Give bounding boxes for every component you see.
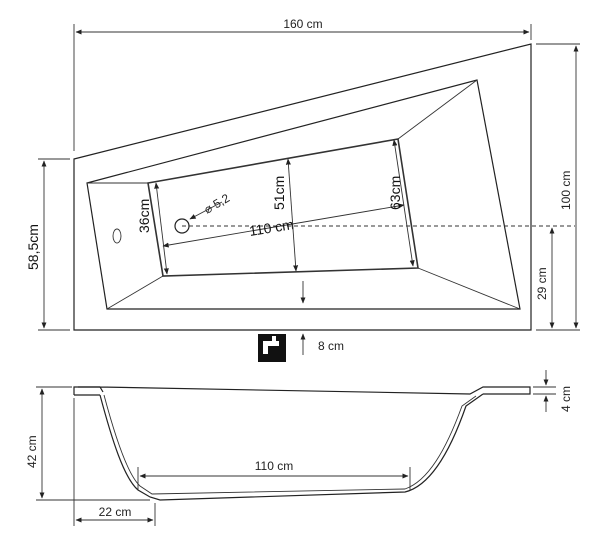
overflow-hole: [112, 228, 122, 244]
inner-mid-label: 51cm: [271, 176, 287, 210]
edge-offset-label: 22 cm: [99, 505, 132, 519]
depth-left-label: 58,5cm: [25, 224, 41, 270]
slope-edge: [397, 79, 478, 140]
rim-label: 4 cm: [559, 386, 573, 412]
rim-top: [73, 386, 100, 395]
inner-length-dimension: [162, 203, 405, 248]
depth-right-label: 100 cm: [559, 171, 573, 210]
inner-mid-dimension: [285, 158, 299, 272]
inner-right-label: 63cm: [387, 176, 403, 210]
inner-left-label: 36cm: [136, 199, 152, 233]
inner-left-dimension: [154, 182, 169, 275]
slope-edge: [417, 267, 521, 310]
inner-right-dimension: [392, 139, 415, 267]
slope-edge: [106, 275, 164, 310]
top-view: ⌀ 5,2 110 cm 36cm 51cm 63cm 160 cm 100 c…: [25, 17, 580, 362]
inner-length-label: 110 cm: [248, 216, 295, 239]
side-view: 42 cm 4 cm 110 cm 22 cm: [25, 370, 573, 526]
drain-offset-label: 29 cm: [535, 267, 549, 300]
side-rim-outline: [78, 386, 531, 395]
side-body-outline: [99, 393, 484, 501]
tub-outer-outline: [73, 43, 532, 331]
tap-offset-label: 8 cm: [318, 339, 344, 353]
basin-rim-outline: [86, 79, 521, 310]
side-inner-contour: [103, 394, 477, 495]
width-label: 160 cm: [283, 17, 322, 31]
bottom-length-label: 110 cm: [255, 459, 293, 473]
drain-label: ⌀ 5,2: [202, 191, 233, 217]
height-label: 42 cm: [25, 435, 39, 468]
faucet-icon: [258, 334, 286, 362]
